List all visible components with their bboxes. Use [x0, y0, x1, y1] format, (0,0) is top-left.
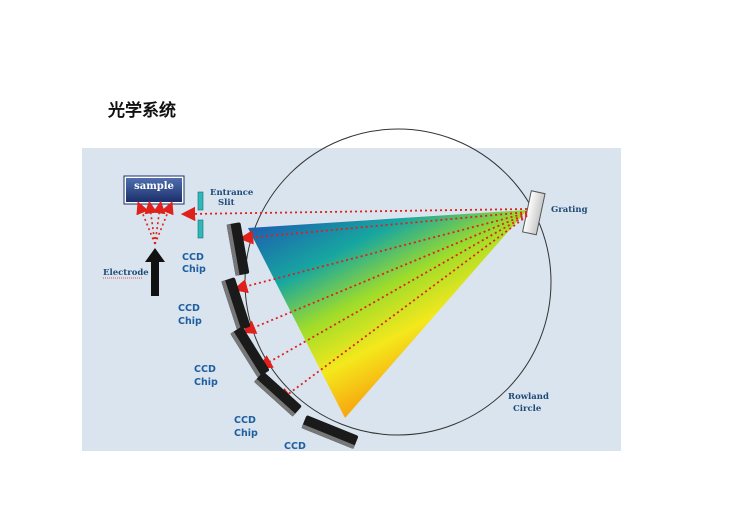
- diffracted-beams: [233, 211, 528, 403]
- spark-cone: [136, 200, 174, 245]
- ccd-chip-1: [226, 222, 250, 276]
- ccd-label-3-line2: Chip: [194, 377, 218, 388]
- ccd-label-5-line1: CCD: [284, 441, 306, 452]
- ccd-label-2-line1: CCD: [178, 303, 200, 314]
- electrode-label: Electrode: [103, 268, 149, 278]
- rowland-circle-label-line1: Rowland: [508, 392, 549, 402]
- ccd-chip-5: [301, 415, 358, 449]
- spectrum-fan: [248, 210, 527, 418]
- ccd-chip-2: [221, 277, 251, 331]
- ccd-label-4-line1: CCD: [234, 415, 256, 426]
- ccd-label-3-line1: CCD: [194, 364, 216, 375]
- ccd-label-2-line2: Chip: [178, 316, 202, 327]
- ccd-label-4-line2: Chip: [234, 428, 258, 439]
- rowland-circle-label-line2: Circle: [513, 404, 542, 414]
- incident-beam: [180, 206, 528, 222]
- ccd-label-1-line1: CCD: [182, 252, 204, 263]
- sample-label: sample: [134, 181, 174, 192]
- page-title: 光学系统: [108, 101, 176, 121]
- entrance-slit-label-line1: Entrance: [210, 188, 254, 198]
- ccd-chip-3: [230, 326, 269, 378]
- entrance-slit: [197, 191, 204, 239]
- electrode-arrow: [145, 248, 165, 296]
- grating: [522, 190, 546, 236]
- ccd-label-1-line2: Chip: [182, 264, 206, 275]
- grating-label: Grating: [551, 205, 588, 215]
- entrance-slit-label-line2: Slit: [218, 198, 235, 208]
- ccd-chip-4: [253, 372, 302, 417]
